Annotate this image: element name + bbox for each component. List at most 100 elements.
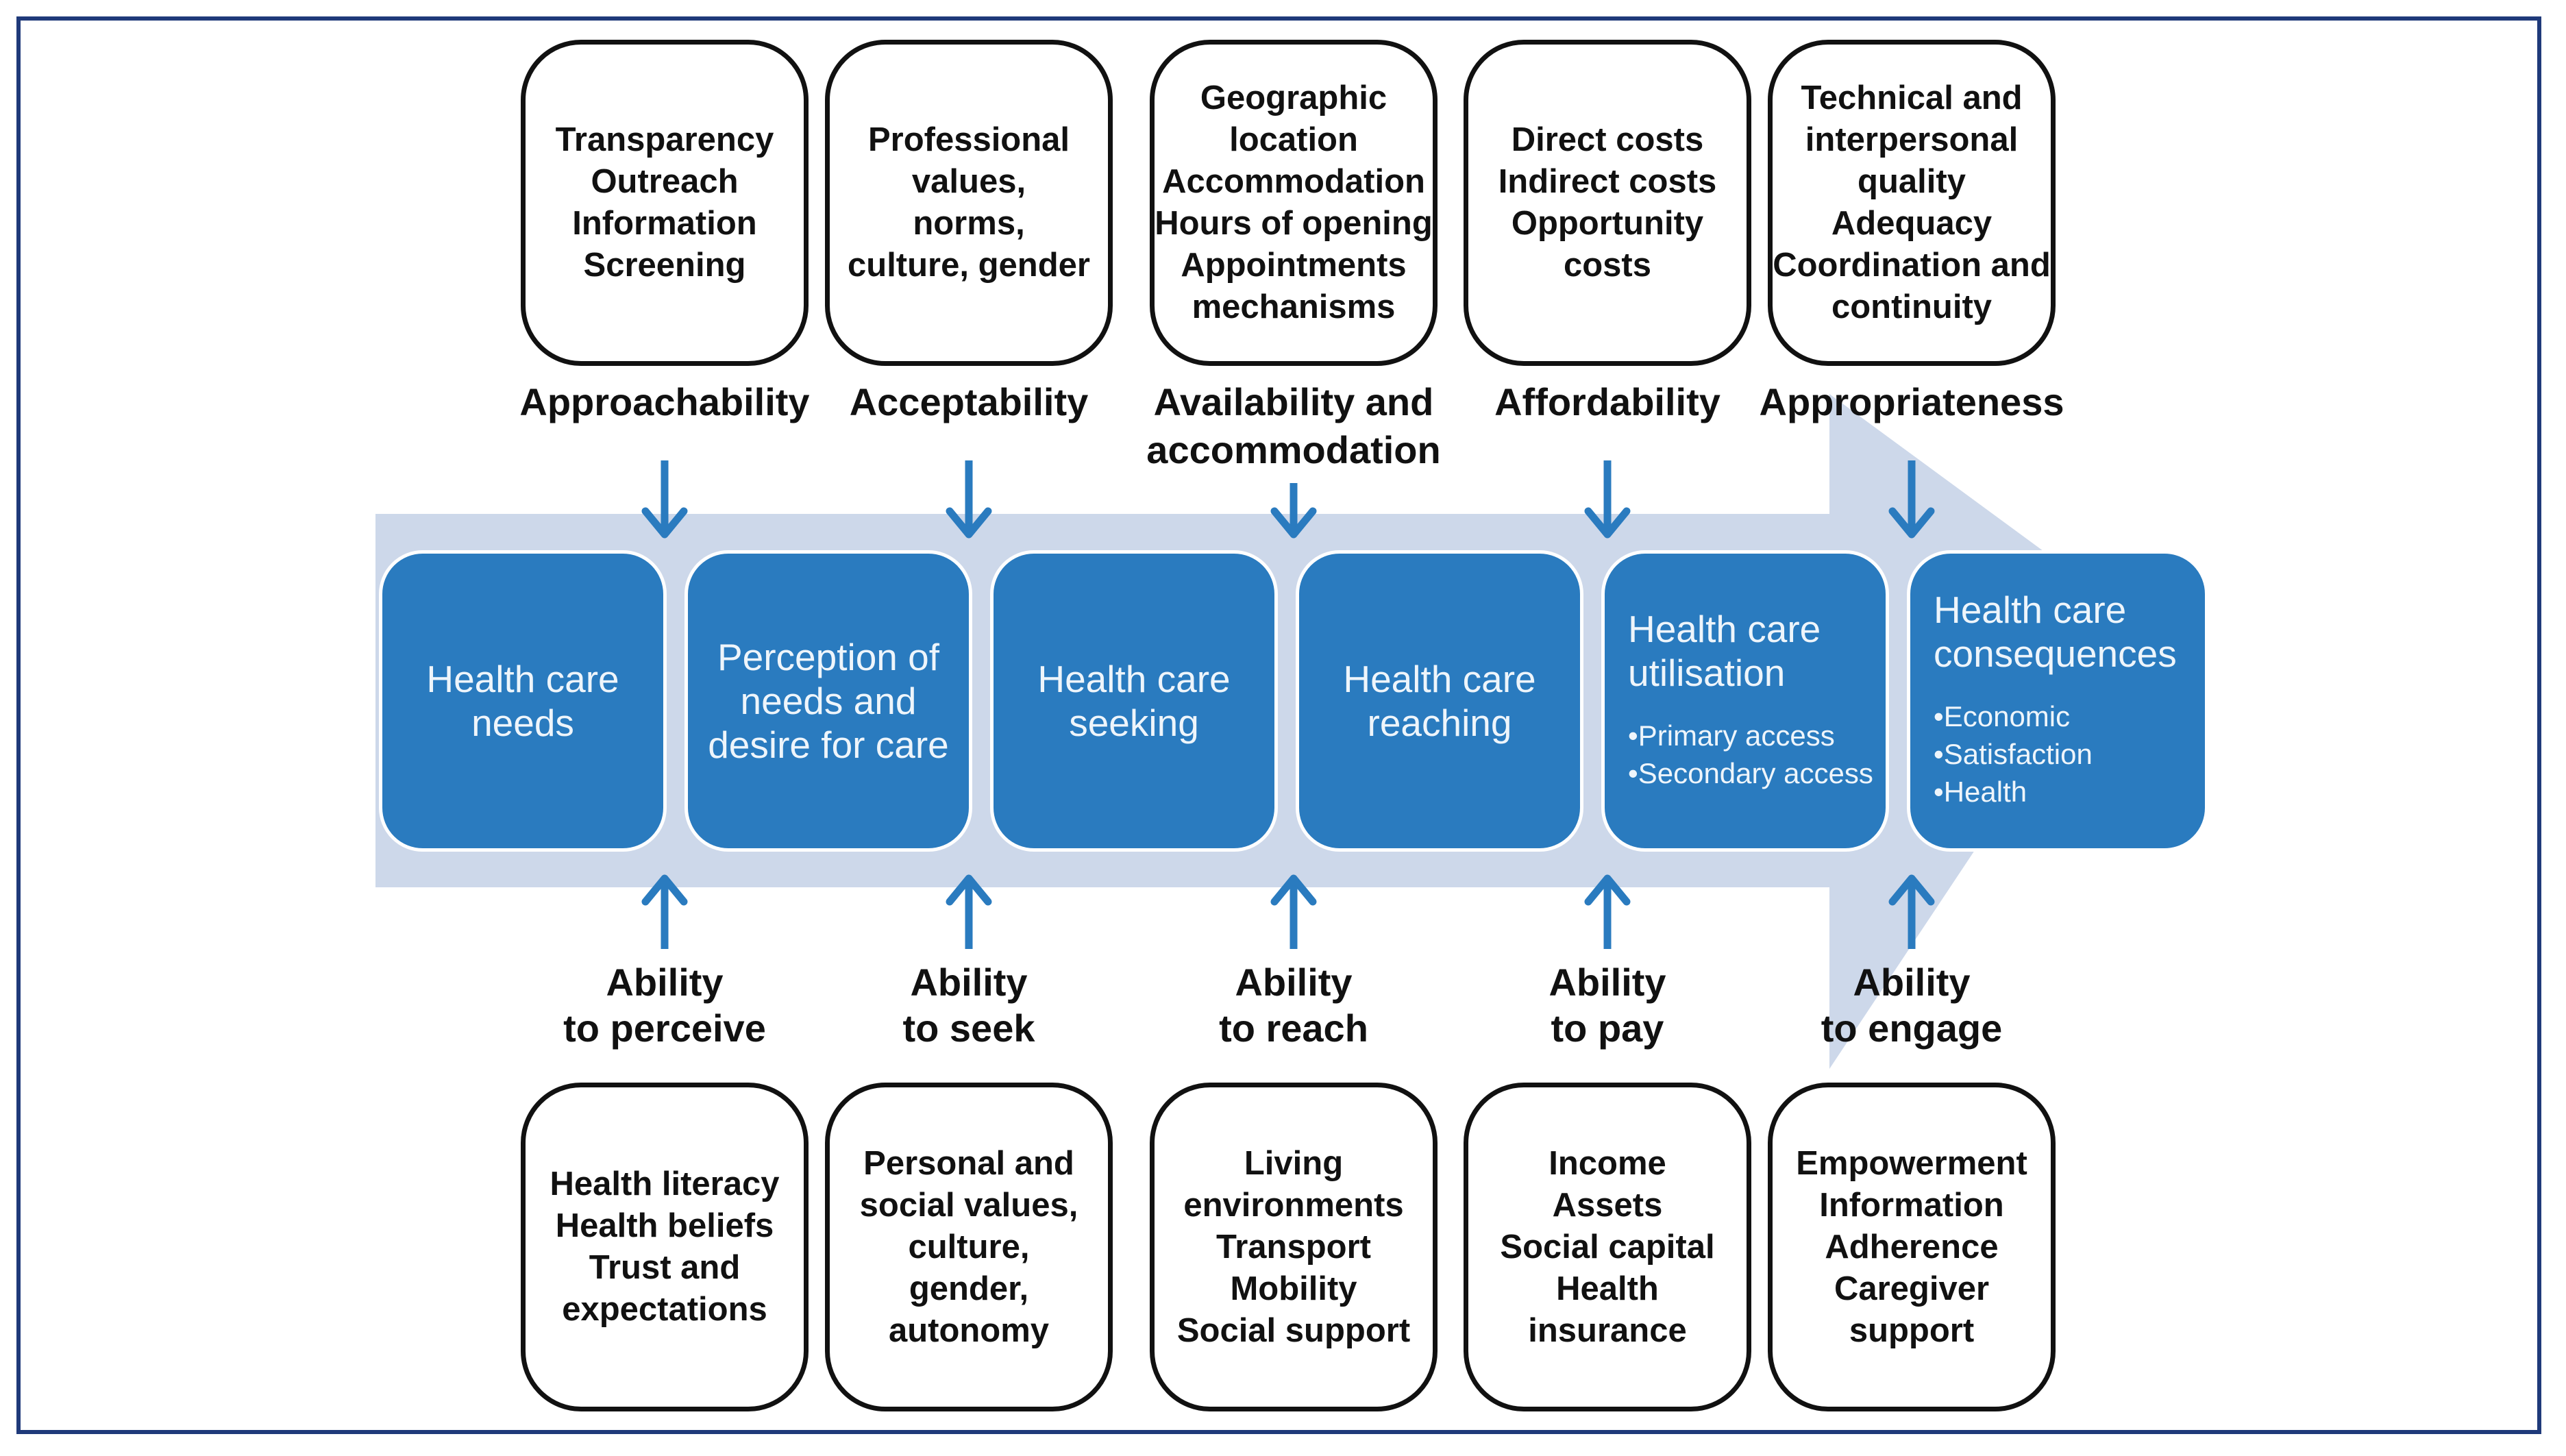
supply-factor-line: costs [1563,247,1651,284]
demand-factor-line: Mobility [1230,1270,1357,1307]
supply-factor-line: Appointments [1181,247,1407,284]
demand-factor-line: Personal and [863,1144,1074,1182]
demand-factor-line: Trust and [589,1249,741,1286]
demand-factor-line: Transport [1216,1228,1371,1266]
demand-factor-line: Adherence [1825,1228,1999,1266]
down-arrow-icon [1888,460,1935,539]
ability-line: to reach [1219,1007,1368,1050]
stage-box: Health careconsequencesEconomicSatisfact… [1907,550,2208,852]
ability-line: Ability [1853,961,1971,1004]
demand-factor-line: Health literacy [550,1165,780,1202]
supply-factor-line: Geographic [1200,79,1387,116]
ability-line: Ability [1235,961,1353,1004]
demand-factor-line: culture, [908,1228,1030,1266]
dimension-line: Affordability [1494,380,1720,423]
supply-factor-line: values, [911,163,1026,200]
demand-factor-line: environments [1183,1186,1404,1224]
supply-factor-line: Screening [583,247,746,284]
up-arrow-icon [946,874,992,949]
stage-bullet: Satisfaction [1934,735,2205,773]
demand-factor-line: Income [1549,1144,1666,1182]
demand-factor-line: Assets [1552,1186,1663,1224]
supply-factor-line: Technical and [1801,79,2023,116]
supply-factor-line: quality [1858,163,1966,200]
stage-title-line: seeking [1069,702,1199,744]
up-arrow-icon [641,874,688,949]
demand-factor-line: social values, [859,1186,1078,1224]
dimension-line: accommodation [1146,428,1441,471]
stage-title-line: Health care [1343,658,1536,700]
supply-factor-line: Information [572,205,757,242]
supply-factor-line: location [1229,121,1358,158]
stage-bullet: Health [1934,773,2205,811]
ability-line: to pay [1551,1007,1664,1050]
demand-factor-line: Social support [1176,1311,1411,1349]
demand-factor-line: Health beliefs [555,1207,774,1244]
up-arrow-icon [1270,874,1317,949]
down-arrow-icon [1584,460,1631,539]
down-arrow-icon [1270,483,1317,539]
dimension-line: Appropriateness [1759,380,2064,423]
ability-line: to seek [902,1007,1035,1050]
down-arrow-icon [641,460,688,539]
stage-title-line: needs [471,702,574,744]
stage-title-line: reaching [1367,702,1512,744]
up-arrow-icon [1584,874,1631,949]
demand-factor-line: Living [1244,1144,1344,1182]
stage-title-line: needs and [740,680,917,722]
supply-factor-line: Coordination and [1773,247,2051,284]
dimension-label: Acceptability [791,378,1147,426]
stage-title-line: utilisation [1628,652,1786,694]
down-arrow-icon [946,460,992,539]
stage-title-line: Health care [1037,658,1231,700]
up-arrow-icon [1888,874,1935,949]
demand-factor-line: autonomy [888,1311,1050,1349]
demand-factor-line: Caregiver [1834,1270,1990,1307]
supply-factor-line: continuity [1831,288,1993,325]
dimension-label: Availability and accommodation [1115,378,1472,474]
stage-bullet: Secondary access [1628,754,1886,792]
demand-factor-line: insurance [1528,1311,1687,1349]
dimension-line: Acceptability [849,380,1089,423]
supply-factor-line: mechanisms [1192,288,1396,325]
supply-factor-line: interpersonal [1805,121,2019,158]
ability-line: to perceive [563,1007,766,1050]
supply-factor-line: Transparency [555,121,774,158]
supply-factor-line: Accommodation [1162,163,1425,200]
stage-title-line: Perception of [717,636,940,678]
supply-factor-line: Adequacy [1831,205,1993,242]
supply-factor-line: Direct costs [1511,121,1704,158]
demand-factor-line: Health [1556,1270,1659,1307]
stage-bullet: Economic [1934,698,2205,735]
stage-title-line: Health care [426,658,619,700]
supply-factor-line: Indirect costs [1498,163,1717,200]
demand-factor-line: Information [1819,1186,2004,1224]
demand-factor-line: support [1849,1311,1975,1349]
ability-line: Ability [606,961,724,1004]
demand-factor-line: expectations [562,1291,767,1328]
stage-bullet: Primary access [1628,717,1886,754]
supply-factor-line: Opportunity [1511,205,1704,242]
dimension-line: Availability and [1153,380,1434,423]
